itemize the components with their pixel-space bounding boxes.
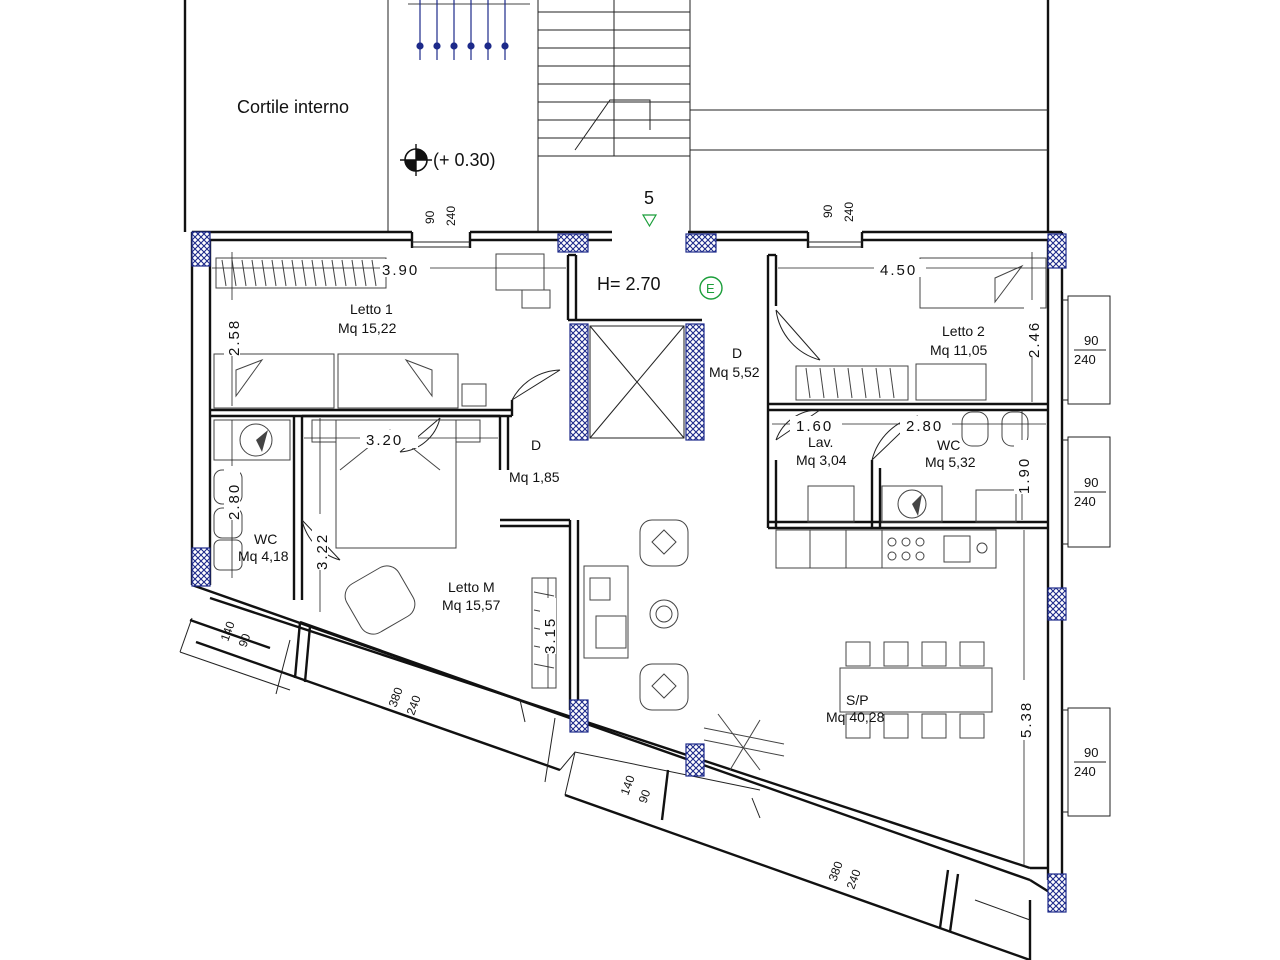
balcony-window-1-w: 90	[1084, 333, 1098, 348]
letto1-width: 3.90	[382, 262, 419, 279]
room-name-d: D	[732, 345, 742, 361]
entrance-arrow-icon	[641, 214, 658, 228]
lav-width: 1.60	[796, 418, 833, 435]
interior-walls	[210, 253, 1048, 710]
room-area-letto2: Mq 11,05	[930, 342, 988, 358]
energy-mark-label: E	[706, 281, 715, 296]
balcony-window-3-h: 240	[1074, 764, 1096, 779]
dimension-labels: 3.90 2.58 4.50 2.46 1.60 2.80 1.90 3.20 …	[224, 259, 1043, 740]
bike-rack	[408, 0, 530, 60]
courtyard-window-1-h: 240	[444, 206, 458, 226]
height-label: H= 2.70	[597, 274, 661, 294]
courtyard-window-1-w: 90	[423, 210, 437, 224]
courtyard-window-2-h: 240	[842, 202, 856, 222]
room-name-d2: D	[531, 437, 541, 453]
entrance-number: 5	[644, 188, 654, 208]
level-mark: (+ 0.30)	[433, 150, 496, 170]
room-name-lav: Lav.	[808, 434, 833, 450]
living-door-w: 380	[826, 859, 846, 883]
room-area-soggiorno: Mq 40,28	[826, 709, 885, 725]
wc2-width: 2.80	[906, 418, 943, 435]
room-labels: Letto 1 Mq 15,22 Letto 2 Mq 11,05 D Mq 5…	[238, 301, 988, 725]
room-name-wc1: WC	[254, 531, 277, 547]
balcony-window-2-h: 240	[1074, 494, 1096, 509]
room-area-wc1: Mq 4,18	[238, 548, 289, 564]
living-door-h: 240	[844, 867, 864, 891]
room-name-letto1: Letto 1	[350, 301, 393, 317]
living-window-h: 90	[636, 787, 654, 805]
wc1-width: 2.80	[226, 483, 243, 520]
room-area-d: Mq 5,52	[709, 364, 760, 380]
room-area-lettom: Mq 15,57	[442, 597, 501, 613]
energy-mark-icon: E	[699, 276, 723, 300]
furniture	[213, 253, 1047, 771]
room-name-letto2: Letto 2	[942, 323, 985, 339]
balcony-window-3-w: 90	[1084, 745, 1098, 760]
soggiorno-depth: 5.38	[1018, 701, 1035, 738]
letto2-width: 4.50	[880, 262, 917, 279]
outer-walls	[190, 230, 1064, 902]
room-area-letto1: Mq 15,22	[338, 320, 397, 336]
balcony-window-1-h: 240	[1074, 352, 1096, 367]
wc2-depth: 1.90	[1016, 457, 1033, 494]
letto1-depth: 2.58	[226, 319, 243, 356]
lettom-door-h: 240	[404, 693, 424, 717]
room-area-d2: Mq 1,85	[509, 469, 560, 485]
living-window-w: 140	[618, 773, 638, 797]
staircase	[538, 0, 1048, 157]
corridor-dim: 3.15	[542, 617, 559, 654]
courtyard-label: Cortile interno	[237, 97, 349, 117]
room-name-soggiorno: S/P	[846, 692, 869, 708]
room-area-wc2: Mq 5,32	[925, 454, 976, 470]
lettom-door-w: 380	[386, 685, 406, 709]
courtyard-window-2-w: 90	[821, 204, 835, 218]
balconies	[179, 295, 1111, 960]
letto2-depth: 2.46	[1026, 321, 1043, 358]
balcony-window-2-w: 90	[1084, 475, 1098, 490]
courtyard-area: Cortile interno (+ 0.30) 5 90 240 90 240	[183, 0, 1050, 232]
room-area-lav: Mq 3,04	[796, 452, 847, 468]
room-name-wc2: WC	[937, 437, 960, 453]
level-marker-icon	[400, 144, 432, 176]
lettom-depth: 3.22	[314, 533, 331, 570]
wc-window-h: 90	[236, 631, 254, 649]
room-name-lettom: Letto M	[448, 579, 495, 595]
wc-window-w: 140	[218, 619, 238, 643]
lettom-width: 3.20	[366, 432, 403, 449]
structural-columns	[191, 231, 1067, 913]
